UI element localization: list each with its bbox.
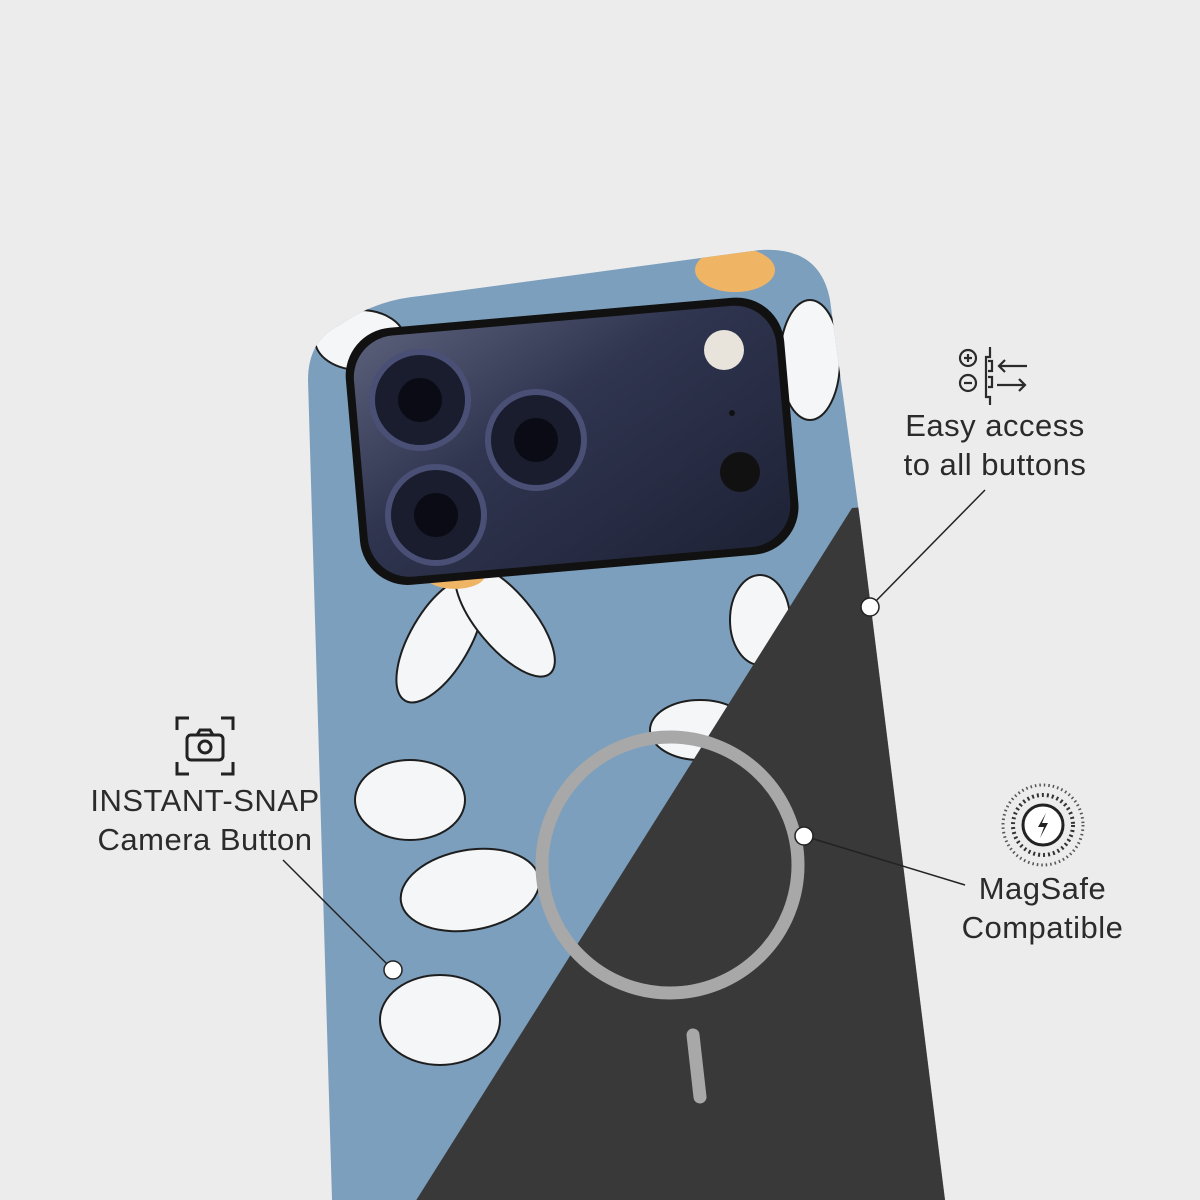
- camera-lenses: [369, 330, 760, 566]
- magsafe-ring: [535, 730, 805, 1000]
- label-line: INSTANT-SNAP: [90, 783, 320, 818]
- daisy-center: [695, 249, 775, 292]
- feature-label-buttons: Easy access to all buttons: [870, 406, 1120, 484]
- feature-label-magsafe: MagSafe Compatible: [930, 869, 1155, 947]
- magsafe-alignment-mark: [686, 1028, 707, 1104]
- callout-lines: [282, 489, 986, 980]
- label-line: Camera Button: [97, 822, 313, 857]
- label-line: to all buttons: [903, 447, 1087, 482]
- feature-label-camera: INSTANT-SNAP Camera Button: [40, 781, 370, 859]
- lidar-sensor: [720, 452, 760, 492]
- volume-buttons-icon: [958, 347, 1027, 405]
- camera-icon: [175, 716, 235, 776]
- dark-panel: [410, 500, 945, 1200]
- wireless-charging-icon: [1001, 783, 1085, 867]
- label-line: MagSafe: [978, 871, 1107, 906]
- label-line: Easy access: [905, 408, 1085, 443]
- label-line: Compatible: [961, 910, 1124, 945]
- flash: [704, 330, 744, 370]
